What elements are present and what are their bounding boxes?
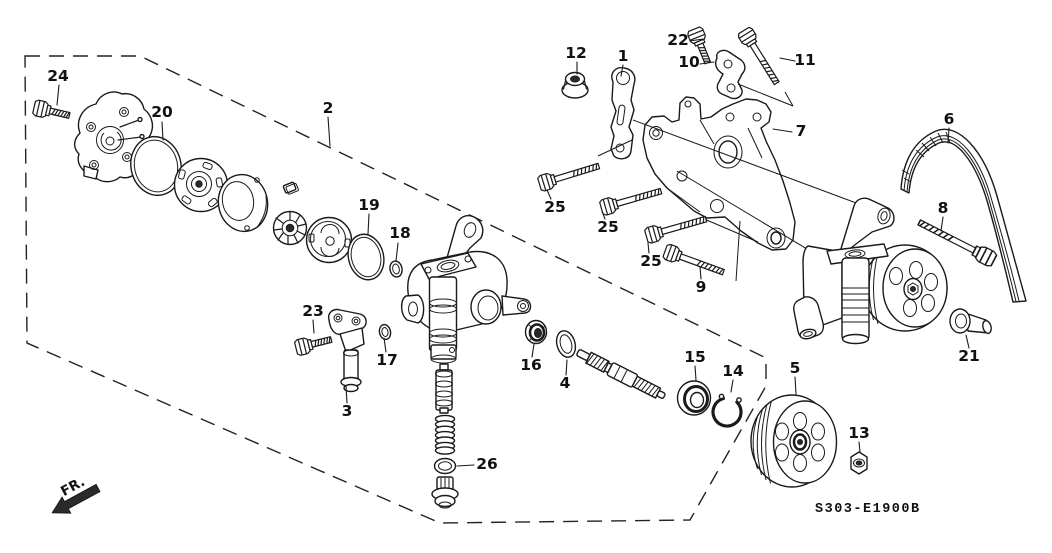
front-direction-arrow: FR. — [51, 474, 101, 514]
part-relief-valve — [435, 363, 453, 414]
callout-11: 11 — [794, 51, 816, 69]
callout-14: 14 — [722, 362, 744, 380]
callout-8: 8 — [938, 199, 949, 217]
part-bolt-25-second — [598, 182, 664, 217]
callout-9: 9 — [696, 278, 707, 296]
callout-25-first: 25 — [544, 198, 566, 216]
callout-13: 13 — [848, 424, 870, 442]
callout-16: 16 — [520, 356, 542, 374]
callout-3: 3 — [342, 402, 353, 420]
callout-22: 22 — [667, 31, 689, 49]
part-stay-10 — [714, 49, 746, 100]
part-bolt-23 — [293, 331, 334, 357]
callout-23: 23 — [302, 302, 324, 320]
callout-5: 5 — [790, 359, 801, 377]
callout-4: 4 — [560, 374, 571, 392]
part-bolt-9 — [661, 242, 727, 281]
part-bolt-25-third — [643, 210, 709, 245]
part-oring-26 — [433, 457, 457, 475]
callout-21: 21 — [958, 347, 980, 365]
callout-7: 7 — [796, 122, 807, 140]
part-valve-spring — [434, 414, 456, 455]
part-nut-16 — [524, 319, 548, 345]
part-pump-body-assembled — [793, 197, 895, 345]
part-bolt-24 — [31, 98, 72, 124]
part-rotor — [272, 210, 308, 246]
callout-17: 17 — [376, 351, 398, 369]
part-bolt-11 — [736, 25, 785, 88]
part-bushing-12 — [561, 71, 589, 99]
part-belt-6 — [900, 128, 1027, 303]
part-gasket-20 — [130, 135, 182, 197]
part-stay-1 — [610, 66, 636, 160]
part-side-plate — [173, 157, 229, 213]
callout-10: 10 — [678, 53, 700, 71]
part-joint-3 — [327, 308, 367, 393]
callout-18: 18 — [389, 224, 411, 242]
part-bearing-15 — [676, 380, 712, 416]
callout-26: 26 — [476, 455, 498, 473]
part-nut-13 — [850, 451, 868, 475]
part-oring-17 — [378, 323, 392, 341]
callout-19: 19 — [358, 196, 380, 214]
assembly-leader-lines — [597, 83, 868, 282]
part-bracket-7 — [642, 96, 796, 251]
part-vane-disc — [305, 216, 353, 264]
callout-20: 20 — [151, 103, 173, 121]
diagram-code: S303-E1900B — [815, 502, 921, 517]
callout-1: 1 — [618, 47, 629, 65]
callout-25-second: 25 — [597, 218, 619, 236]
part-sealing-plug — [431, 476, 459, 509]
part-washer-4 — [555, 330, 577, 358]
callout-leader-lines — [56, 38, 970, 467]
part-oring-18 — [389, 260, 403, 278]
callout-24: 24 — [47, 67, 69, 85]
part-pulley-5 — [750, 394, 838, 488]
part-valve-21 — [949, 308, 992, 335]
part-bolt-25-first — [536, 157, 602, 193]
part-oring-19 — [347, 233, 385, 281]
part-pump-pulley-assembled — [862, 244, 948, 332]
part-cam-ring — [217, 173, 269, 233]
part-snap-ring-14 — [711, 393, 743, 428]
part-drive-shaft — [576, 349, 666, 399]
callout-12: 12 — [565, 44, 587, 62]
callout-25-third: 25 — [640, 252, 662, 270]
subassembly-dashed-boundary — [24, 55, 767, 524]
callout-6: 6 — [944, 110, 955, 128]
callout-15: 15 — [684, 348, 706, 366]
callout-2: 2 — [323, 99, 334, 117]
part-pump-housing — [400, 214, 532, 364]
part-key — [282, 181, 299, 195]
